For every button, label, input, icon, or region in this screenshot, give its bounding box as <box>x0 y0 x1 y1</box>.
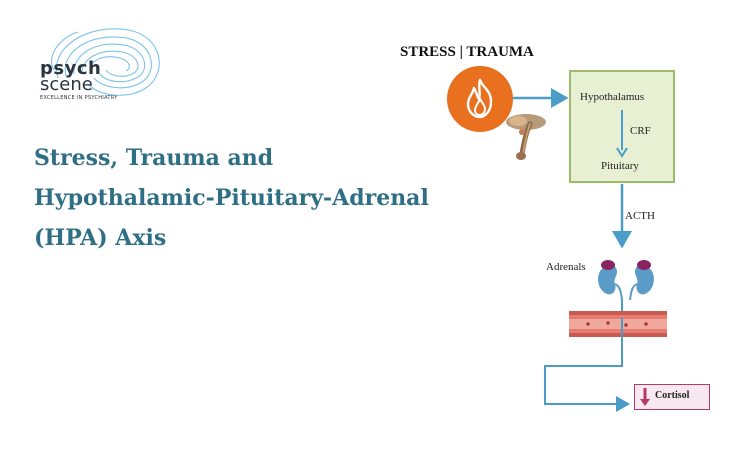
blood-vessel-icon <box>569 311 667 337</box>
title-line-1: Stress, Trauma and <box>34 145 274 171</box>
stress-flame-badge <box>447 66 513 132</box>
cortisol-down-arrow-icon <box>640 388 650 406</box>
brain-anatomy-icon <box>506 114 546 160</box>
acth-label: ACTH <box>625 210 655 222</box>
logo-word-scene: scene <box>40 74 93 95</box>
cortisol-box <box>634 384 710 410</box>
brain-swirl-icon <box>51 28 160 96</box>
psych-scene-logo: psych scene EXCELLENCE IN PSYCHIATRY <box>28 18 178 113</box>
brain-pituitary-illustration <box>500 110 550 162</box>
arrow-to-cortisol <box>544 330 630 412</box>
kidneys-icon <box>598 260 654 301</box>
crf-arrow-head <box>616 147 628 158</box>
pituitary-label: Pituitary <box>601 160 639 172</box>
cortisol-label: Cortisol <box>655 390 690 401</box>
hypothalamus-label: Hypothalamus <box>580 91 645 103</box>
title-line-2: Hypothalamic-Pituitary-Adrenal <box>34 185 429 211</box>
crf-label: CRF <box>630 125 651 137</box>
flame-icon <box>466 78 493 119</box>
title-line-3: (HPA) Axis <box>34 225 167 251</box>
logo-tagline: EXCELLENCE IN PSYCHIATRY <box>40 95 118 101</box>
logo-word-psych: psych <box>40 58 102 79</box>
page-title: Stress, Trauma and Hypothalamic-Pituitar… <box>34 138 474 258</box>
adrenals-label: Adrenals <box>546 261 586 273</box>
stress-trauma-label: STRESS | TRAUMA <box>400 44 534 60</box>
